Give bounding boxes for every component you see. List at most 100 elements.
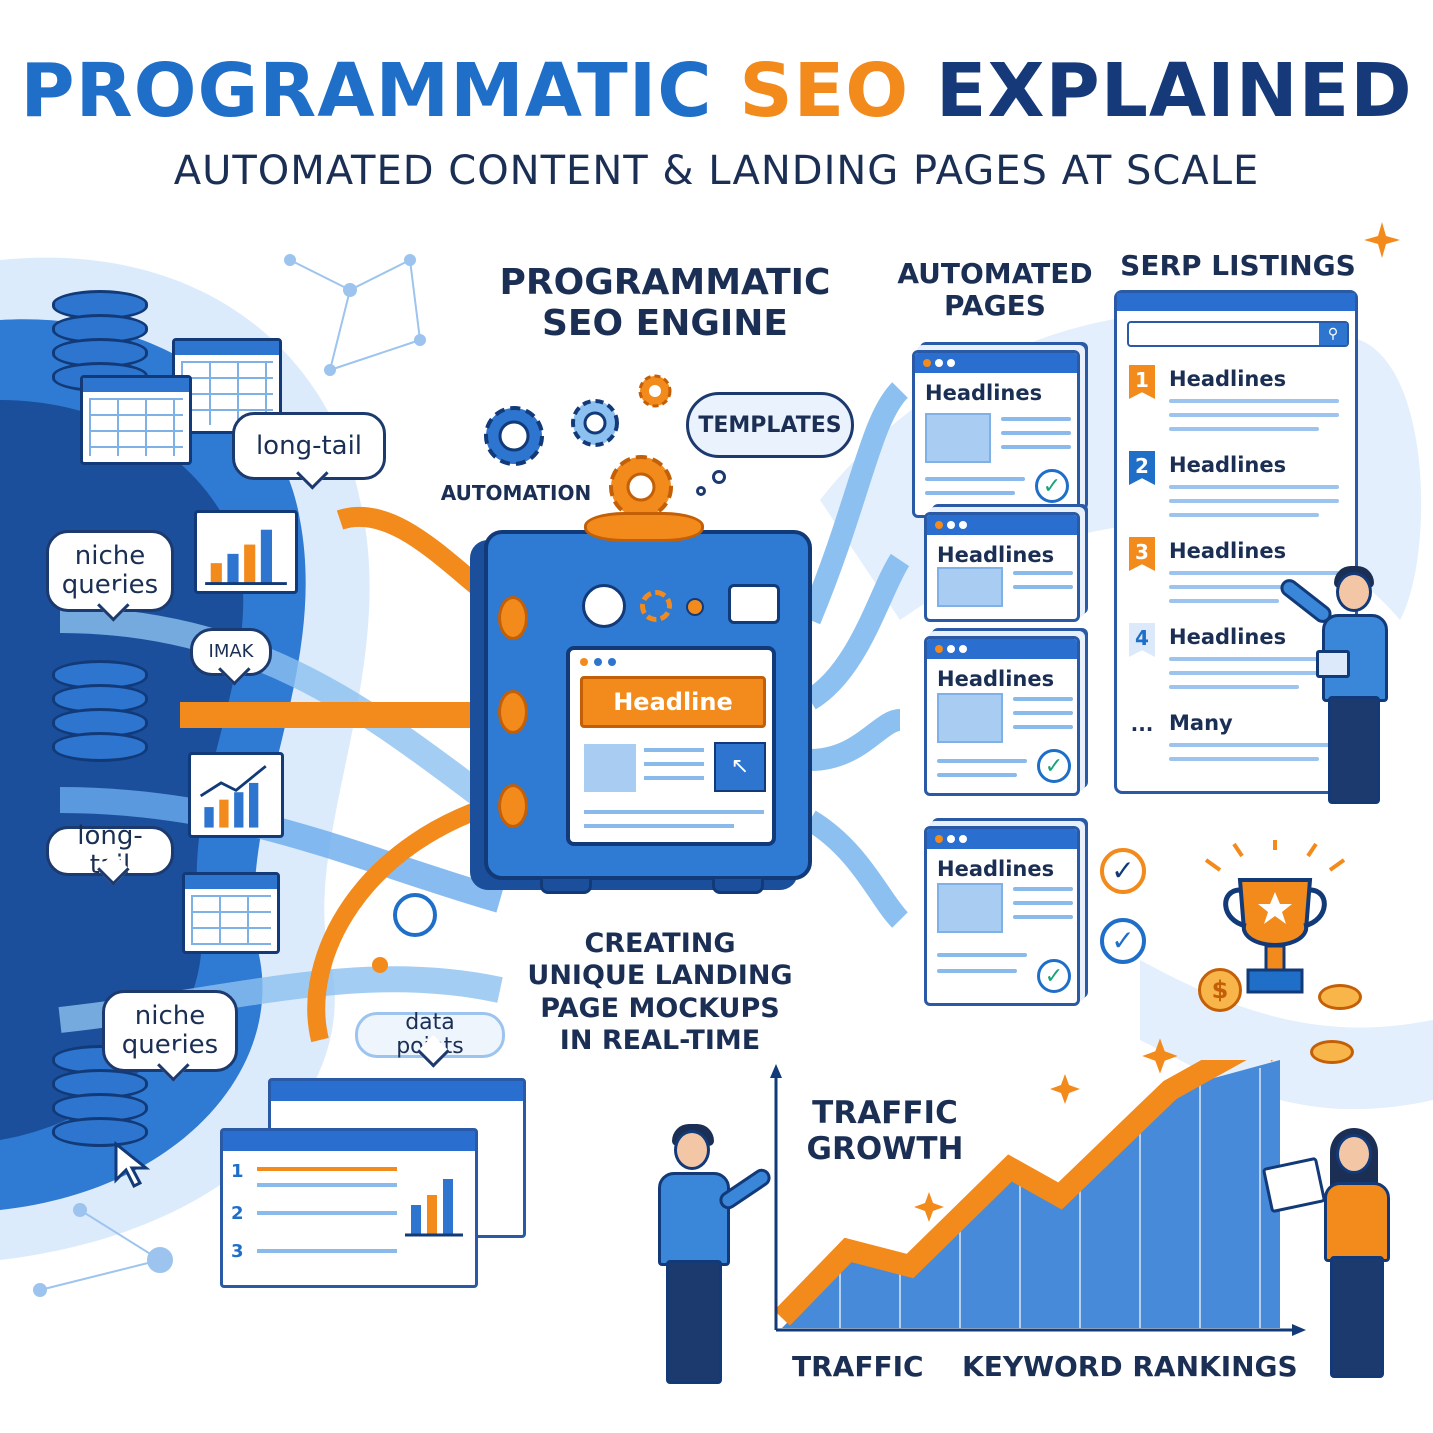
page-title: PROGRAMMATIC SEO EXPLAINED — [0, 48, 1433, 134]
coin-icon — [1310, 1040, 1354, 1064]
rank-badge: ... — [1129, 709, 1155, 743]
star-icon — [1142, 1038, 1178, 1074]
presenter-legs — [1328, 696, 1380, 804]
serp-headline: Many — [1169, 711, 1233, 735]
serp-headline: Headlines — [1169, 625, 1287, 649]
title-part-explained: EXPLAINED — [935, 48, 1413, 134]
spreadsheet-icon — [182, 872, 280, 954]
machine-foot — [540, 876, 592, 894]
table-row: 3 — [231, 1241, 244, 1262]
rank-badge: 2 — [1129, 451, 1155, 485]
person-legs — [1330, 1256, 1384, 1378]
automated-page-card: Headlines ✓ — [912, 350, 1080, 518]
network-icon — [728, 584, 780, 624]
search-input[interactable]: ⚲ — [1127, 321, 1349, 347]
serp-headline: Headlines — [1169, 539, 1287, 563]
spreadsheet-icon — [80, 375, 192, 465]
engine-title: PROGRAMMATIC SEO ENGINE — [499, 262, 831, 345]
search-icon[interactable]: ⚲ — [1319, 323, 1347, 345]
table-row: 2 — [231, 1203, 244, 1224]
rank-badge: 3 — [1129, 537, 1155, 571]
automated-page-card: Headlines ✓ — [924, 636, 1080, 796]
cursor-button: ↖ — [714, 742, 766, 792]
gear-icon — [609, 455, 673, 519]
data-points-bubble: data points — [355, 1010, 505, 1059]
automated-pages-title: AUTOMATED PAGES — [897, 257, 1093, 323]
niche-queries-bubble: niche queries — [102, 990, 238, 1072]
serp-listing[interactable]: 3 Headlines — [1129, 537, 1344, 617]
page-subtitle: AUTOMATED CONTENT & LANDING PAGES AT SCA… — [173, 148, 1260, 194]
machine-foot — [712, 876, 764, 894]
input-port — [498, 784, 528, 828]
serp-listing[interactable]: ... Many — [1129, 709, 1344, 789]
automated-page-card: Headlines ✓ — [924, 826, 1080, 1006]
database-icon — [52, 290, 148, 392]
thought-dot — [696, 486, 706, 496]
niche-queries-bubble: niche queries — [46, 530, 174, 612]
person-body — [658, 1172, 730, 1266]
automated-page-card: Headlines — [924, 512, 1080, 622]
coin-icon — [1318, 984, 1362, 1010]
person-head — [674, 1130, 710, 1170]
table-row: 1 — [231, 1161, 244, 1182]
gear-icon — [640, 590, 672, 622]
traffic-growth-chart — [770, 1060, 1306, 1336]
star-icon — [914, 1192, 944, 1222]
screen-headline: Headline — [580, 676, 766, 728]
machine-top — [584, 512, 704, 542]
serp-listing[interactable]: 2 Headlines — [1129, 451, 1344, 531]
gear-icon — [571, 399, 619, 447]
presenter-head — [1336, 572, 1372, 612]
sparkle-icon — [1364, 222, 1400, 258]
input-port — [498, 596, 528, 640]
x-axis-label-rankings: KEYWORD RANKINGS — [962, 1350, 1298, 1383]
traffic-growth-title: TRAFFIC GROWTH — [806, 1095, 964, 1167]
check-icon: ✓ — [1035, 469, 1069, 503]
bar-chart-icon — [194, 510, 298, 594]
star-icon — [1050, 1074, 1080, 1104]
person-body — [1324, 1182, 1390, 1262]
serp-window: ⚲ 1 Headlines 2 Headlines 3 Headlines 4 … — [1114, 290, 1358, 794]
serp-title: SERP LISTINGS — [1120, 249, 1356, 282]
title-part-seo: SEO — [739, 48, 910, 134]
machine-screen: Headline ↖ — [566, 646, 776, 846]
trophy-icon — [1204, 840, 1346, 994]
templates-cloud: TEMPLATES — [686, 392, 854, 458]
cursor-icon — [114, 1140, 151, 1189]
check-icon: ✓ — [1037, 749, 1071, 783]
serp-listing[interactable]: 4 Headlines — [1129, 623, 1344, 703]
indicator-light — [686, 598, 704, 616]
check-icon: ✓ — [1037, 959, 1071, 993]
check-circle-icon: ✓ — [1100, 848, 1146, 894]
rank-badge: 1 — [1129, 365, 1155, 399]
x-axis-label-traffic: TRAFFIC — [792, 1350, 924, 1383]
engine-caption: CREATING UNIQUE LANDING PAGE MOCKUPS IN … — [527, 928, 793, 1057]
page-headline: Headlines — [937, 667, 1055, 691]
tablet-icon — [1316, 650, 1350, 678]
data-table-window: 1 2 3 — [220, 1128, 478, 1288]
keyword-tag-bubble: IMAK — [190, 628, 272, 676]
serp-headline: Headlines — [1169, 367, 1287, 391]
input-port — [498, 690, 528, 734]
long-tail-bubble: long-tail — [46, 822, 174, 879]
person-head — [1336, 1134, 1372, 1174]
person-legs — [666, 1260, 722, 1384]
gear-icon — [484, 406, 544, 466]
automation-label: AUTOMATION — [440, 481, 592, 505]
page-headline: Headlines — [937, 857, 1055, 881]
gear-icon — [638, 374, 672, 408]
coin-icon: $ — [1198, 968, 1242, 1012]
title-part-programmatic: PROGRAMMATIC — [20, 48, 713, 134]
serp-headline: Headlines — [1169, 453, 1287, 477]
page-headline: Headlines — [937, 543, 1055, 567]
gauge-icon — [582, 584, 626, 628]
database-icon — [52, 1045, 148, 1147]
rank-badge: 4 — [1129, 623, 1155, 657]
database-icon — [52, 660, 148, 762]
growth-chart-icon — [188, 752, 284, 838]
long-tail-bubble: long-tail — [232, 412, 386, 480]
bar-chart-icon — [405, 1179, 463, 1237]
serp-listing[interactable]: 1 Headlines — [1129, 365, 1344, 445]
thought-dot — [712, 470, 726, 484]
check-circle-icon: ✓ — [1100, 918, 1146, 964]
